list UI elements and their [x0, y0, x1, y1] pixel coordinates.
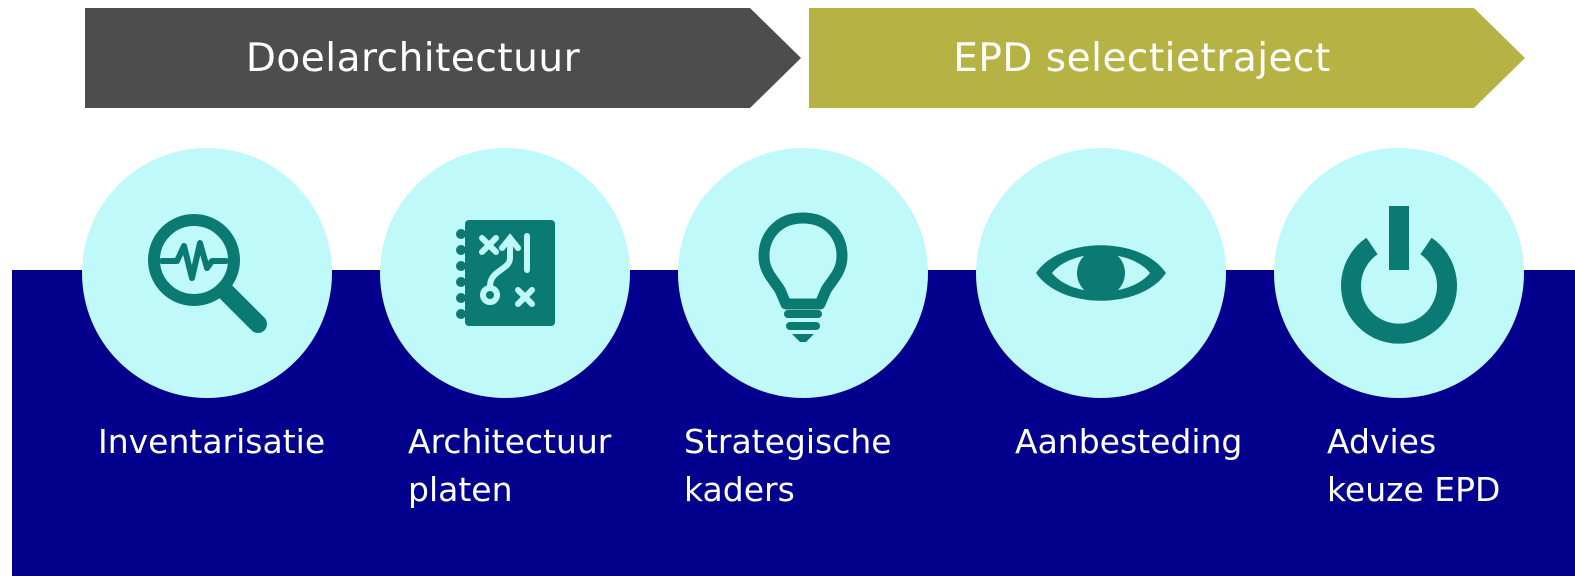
step-label-architectuur-platen: Architectuur platen: [408, 422, 612, 509]
step-circle-advies-keuze-epd: [1274, 148, 1524, 398]
lightbulb-icon: [758, 212, 848, 342]
step-label-strategische-kaders: Strategische kaders: [684, 422, 892, 509]
step-circle-strategische-kaders: [678, 148, 928, 398]
step-label-inventarisatie: Inventarisatie: [98, 422, 326, 461]
step-circle-inventarisatie: [82, 148, 332, 398]
eye-icon: [1036, 245, 1166, 301]
step-circle-aanbesteding: [976, 148, 1226, 398]
phase-arrow-epd-selectietraject: EPD selectietraject: [809, 8, 1525, 108]
phase-label: Doelarchitectuur: [245, 35, 581, 81]
phase-arrow-doelarchitectuur: Doelarchitectuur: [85, 8, 801, 108]
strategy-board-icon: [456, 220, 555, 326]
step-label-advies-keuze-epd: Advies keuze EPD: [1327, 422, 1501, 509]
phase-label: EPD selectietraject: [953, 35, 1331, 81]
magnifier-pulse-icon: [148, 214, 267, 333]
step-circle-architectuur-platen: [380, 148, 630, 398]
power-icon: [1341, 206, 1457, 344]
step-label-aanbesteding: Aanbesteding: [1015, 422, 1243, 461]
